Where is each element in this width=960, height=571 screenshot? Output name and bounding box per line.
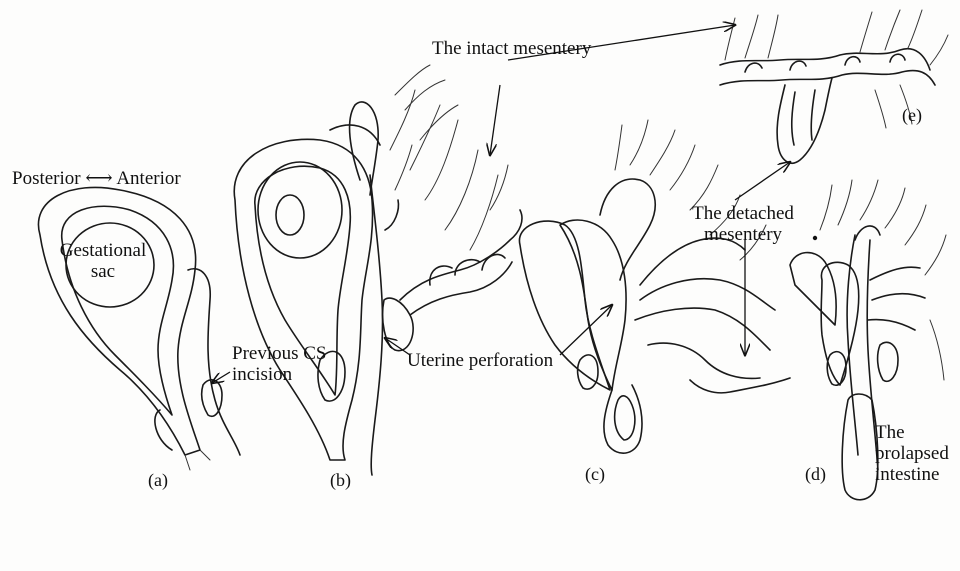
gestational-sac-label: Gestational sac	[48, 240, 158, 282]
prolapsed-intestine-label: The prolapsed intestine	[875, 422, 955, 485]
panel-e-drawing	[720, 10, 948, 163]
posterior-label: Posterior	[12, 168, 81, 189]
previous-cs-incision-label: Previous CS incision	[232, 343, 342, 385]
panel-a-drawing	[38, 187, 240, 470]
direction-label: Posterior ⟷ Anterior	[12, 168, 181, 189]
bidirectional-arrow-icon: ⟷	[85, 168, 112, 189]
panel-b-caption: (b)	[330, 470, 351, 491]
anterior-label: Anterior	[116, 168, 180, 189]
panel-c-drawing	[519, 120, 790, 453]
detached-mesentery-label: The detached mesentery	[688, 203, 798, 245]
panel-d-caption: (d)	[805, 464, 826, 485]
panel-c-caption: (c)	[585, 464, 605, 485]
panel-b-drawing	[234, 65, 522, 475]
panel-a-caption: (a)	[148, 470, 168, 491]
intact-mesentery-label: The intact mesentery	[432, 38, 591, 59]
uterine-perforation-label: Uterine perforation	[407, 350, 553, 371]
arrow-cs-incision	[212, 372, 230, 383]
arrow-detached-e	[735, 162, 790, 200]
arrow-intact-b	[490, 85, 500, 155]
panel-e-caption: (e)	[902, 105, 922, 126]
